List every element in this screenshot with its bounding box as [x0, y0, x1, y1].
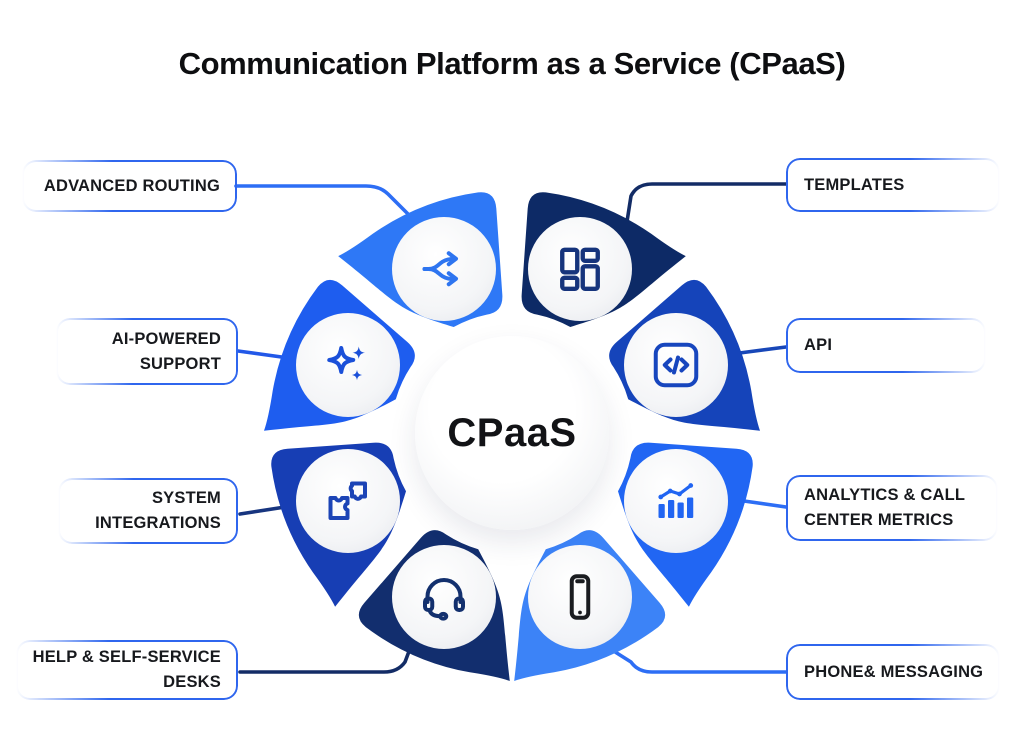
label-templates: TEMPLATES	[786, 158, 1000, 212]
split-arrows-icon	[422, 251, 458, 287]
label-api: API	[786, 318, 986, 373]
puzzle-icon	[328, 481, 367, 520]
connector-advanced	[234, 184, 414, 220]
label-text: PHONE& MESSAGING	[804, 662, 984, 681]
smartphone-icon	[569, 574, 591, 620]
label-analytics-call-center-metrics: ANALYTICS & CALL CENTER METRICS	[786, 475, 998, 541]
label-text: API	[804, 336, 833, 354]
icon-circle	[624, 449, 728, 553]
sparkles-icon	[327, 346, 365, 381]
center-label: CPaaS	[447, 410, 577, 455]
icon-circle	[528, 217, 632, 321]
icon-circle	[392, 217, 496, 321]
grid-icon	[560, 247, 600, 291]
label-text: TEMPLATES	[804, 175, 905, 194]
page-title: Communication Platform as a Service (CPa…	[178, 46, 846, 81]
icon-circle	[296, 313, 400, 417]
label-system-integrations: SYSTEM INTEGRATIONS	[58, 478, 238, 544]
code-icon	[653, 342, 699, 388]
label-text: AI-POWERED SUPPORT	[111, 329, 221, 373]
connector-templates	[624, 182, 788, 230]
label-help-self-service-desks: HELP & SELF-SERVICE DESKS	[16, 640, 238, 700]
bar-chart-icon	[658, 483, 694, 518]
connector-phone	[610, 648, 788, 674]
label-phone-messaging: PHONE& MESSAGING	[786, 644, 1000, 700]
center-circle: CPaaS	[415, 336, 609, 530]
label-text: ADVANCED ROUTING	[43, 176, 220, 195]
icon-circle	[528, 545, 632, 649]
icon-circle	[392, 545, 496, 649]
label-text: SYSTEM INTEGRATIONS	[95, 489, 221, 532]
label-text: ANALYTICS & CALL CENTER METRICS	[804, 486, 966, 529]
label-ai-powered-support: AI-POWERED SUPPORT	[56, 318, 238, 385]
label-text: HELP & SELF-SERVICE DESKS	[32, 648, 221, 691]
label-advanced-routing: ADVANCED ROUTING	[22, 160, 237, 212]
connector-help	[238, 636, 416, 674]
headset-icon	[423, 578, 466, 621]
